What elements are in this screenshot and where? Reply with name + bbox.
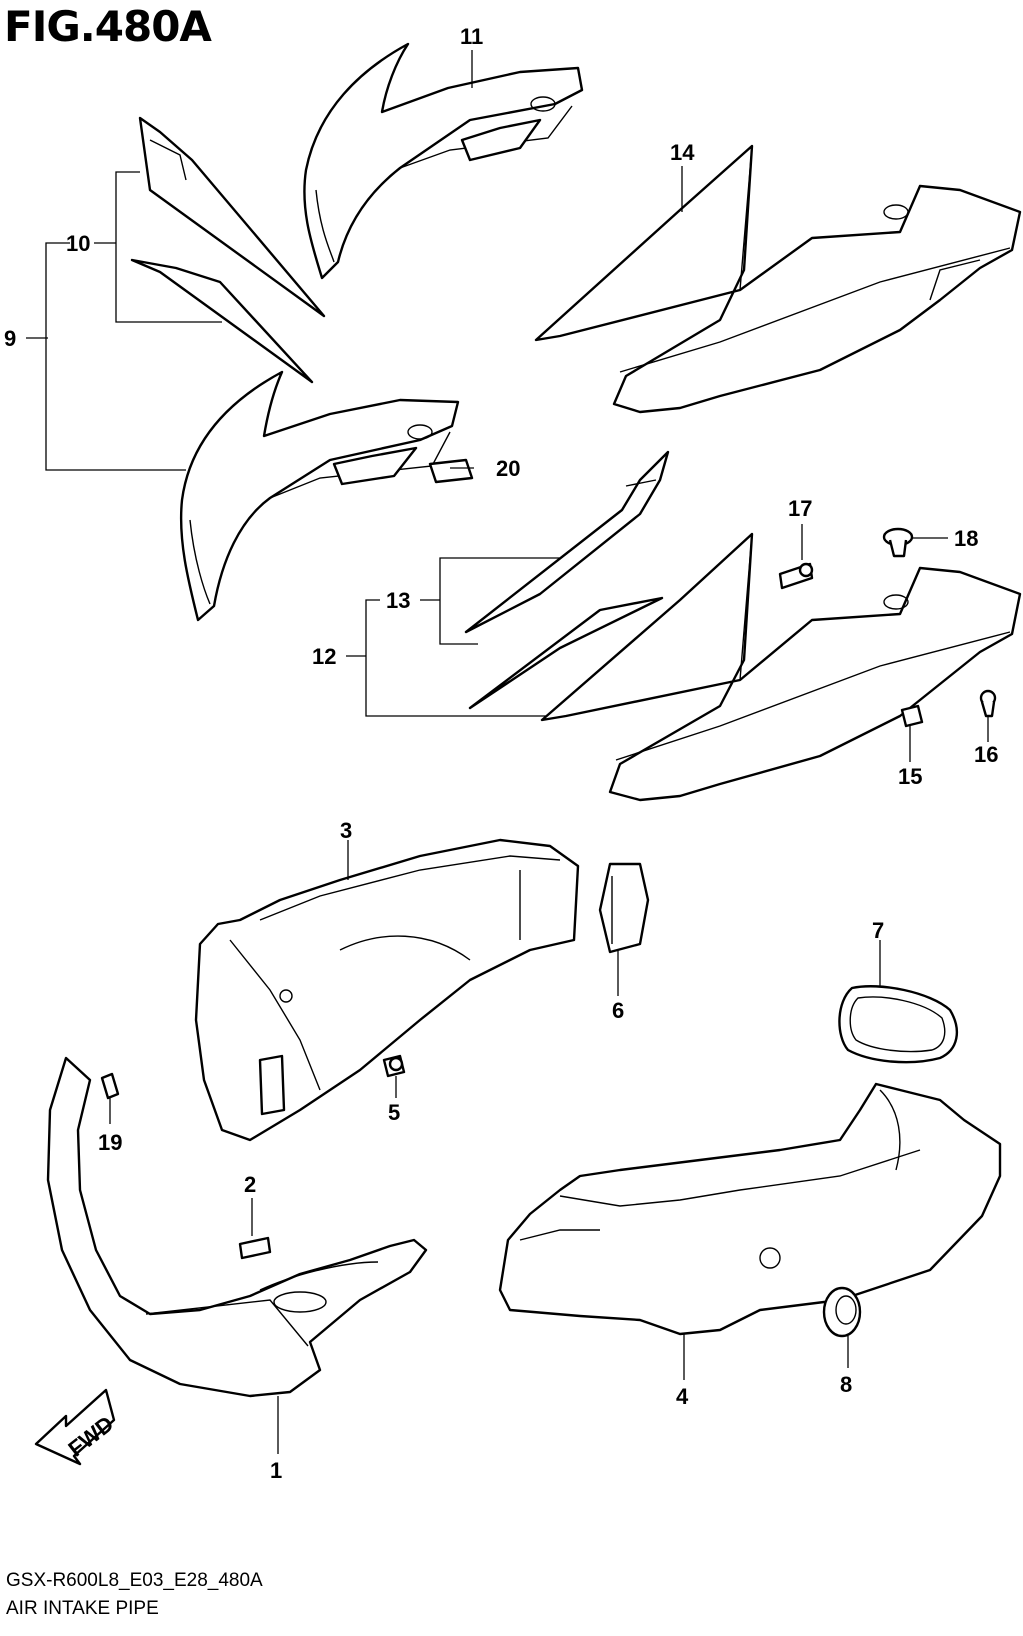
callout-20[interactable]: 20 <box>496 456 520 481</box>
part-14-side-cowling[interactable] <box>534 144 1022 414</box>
callout-11[interactable]: 11 <box>460 24 483 49</box>
leader-lines <box>109 50 989 1454</box>
callout-6[interactable]: 6 <box>612 998 624 1023</box>
callout-2[interactable]: 2 <box>244 1172 256 1197</box>
part-15-nut[interactable] <box>900 704 924 728</box>
callout-17[interactable]: 17 <box>788 496 812 521</box>
part-17-screw[interactable] <box>778 562 814 590</box>
callout-1[interactable]: 1 <box>270 1458 282 1483</box>
fwd-arrow-icon: FWD <box>34 1388 118 1466</box>
part-7-seal-ring[interactable] <box>838 985 959 1064</box>
part-3-intake-duct[interactable] <box>194 838 580 1142</box>
callout-numbers: 11 14 10 9 20 17 18 13 12 16 15 3 7 6 5 … <box>4 24 998 1483</box>
callout-10[interactable]: 10 <box>66 231 90 256</box>
callout-7[interactable]: 7 <box>872 918 884 943</box>
callout-3[interactable]: 3 <box>340 818 352 843</box>
part-20-label[interactable] <box>428 458 474 484</box>
part-19-screw[interactable] <box>100 1072 120 1100</box>
part-5-clip[interactable] <box>382 1054 406 1078</box>
callout-5[interactable]: 5 <box>388 1100 400 1125</box>
figure-title: FIG.480A <box>4 2 212 51</box>
part-9-cowling-lower[interactable] <box>179 370 460 622</box>
part-2-label[interactable] <box>238 1236 272 1260</box>
part-4-intake-duct-lower[interactable] <box>498 1082 1002 1336</box>
group-brackets <box>26 171 560 717</box>
callout-13[interactable]: 13 <box>386 588 410 613</box>
part-12-side-cowling[interactable] <box>540 532 1022 802</box>
part-18-clip[interactable] <box>882 527 914 558</box>
callout-4[interactable]: 4 <box>676 1384 689 1409</box>
part-11-cowling-upper[interactable] <box>303 42 584 280</box>
callout-9[interactable]: 9 <box>4 326 16 351</box>
part-8-grommet[interactable] <box>822 1286 862 1338</box>
part-6-seal[interactable] <box>598 862 650 954</box>
diagram-code: GSX-R600L8_E03_E28_480A <box>6 1570 263 1591</box>
callout-8[interactable]: 8 <box>840 1372 852 1397</box>
part-16-clip[interactable] <box>979 689 997 718</box>
callout-12[interactable]: 12 <box>312 644 336 669</box>
part-1-intake-panel[interactable] <box>46 1056 428 1398</box>
callout-19[interactable]: 19 <box>98 1130 122 1155</box>
part-13-stripe-set[interactable] <box>464 450 670 710</box>
diagram-name: AIR INTAKE PIPE <box>6 1598 159 1619</box>
part-10-stripe-set[interactable] <box>130 116 326 384</box>
callout-15[interactable]: 15 <box>898 764 922 789</box>
callout-16[interactable]: 16 <box>974 742 998 767</box>
callout-18[interactable]: 18 <box>954 526 978 551</box>
callout-14[interactable]: 14 <box>670 140 695 165</box>
